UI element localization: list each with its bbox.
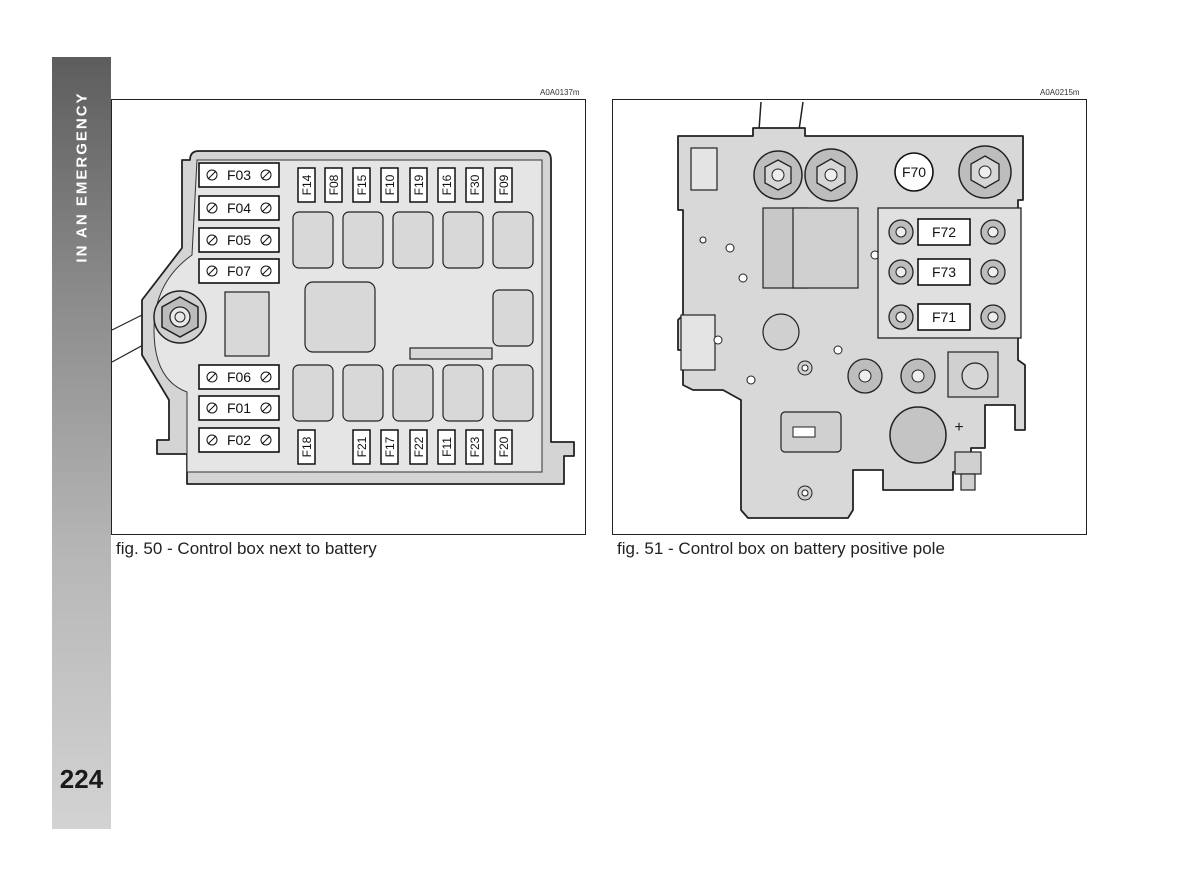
figure-50-panel: F03 F04 F05 F07 F06 bbox=[111, 99, 586, 535]
fuse-label: F73 bbox=[932, 264, 956, 280]
fuse-f23: F23 bbox=[465, 429, 484, 465]
fuse-f06: F06 bbox=[198, 364, 280, 390]
fuse-f30: F30 bbox=[465, 167, 484, 203]
plus-symbol: + bbox=[954, 419, 963, 436]
fuse-f71: F71 bbox=[917, 303, 971, 331]
fuse-f15: F15 bbox=[352, 167, 371, 203]
fuse-label: F17 bbox=[383, 436, 397, 457]
fuse-f09: F09 bbox=[494, 167, 513, 203]
fuse-f22: F22 bbox=[409, 429, 428, 465]
fuse-label: F01 bbox=[227, 400, 251, 416]
fuse-label: F15 bbox=[355, 174, 369, 195]
fuse-label: F30 bbox=[468, 174, 482, 195]
fuse-f17: F17 bbox=[380, 429, 399, 465]
fuse-f70: F70 bbox=[894, 152, 934, 192]
fuse-f08: F08 bbox=[324, 167, 343, 203]
fuse-f16: F16 bbox=[437, 167, 456, 203]
fuse-label: F72 bbox=[932, 224, 956, 240]
fuse-label: F05 bbox=[227, 232, 251, 248]
fuse-label: F06 bbox=[227, 369, 251, 385]
fuse-f02: F02 bbox=[198, 427, 280, 453]
fuse-f01: F01 bbox=[198, 395, 280, 421]
fuse-label: F04 bbox=[227, 200, 251, 216]
fuse-f73: F73 bbox=[917, 258, 971, 286]
fuse-label: F02 bbox=[227, 432, 251, 448]
fuse-label: F21 bbox=[355, 436, 369, 457]
sidebar-tab bbox=[52, 57, 111, 829]
fuse-f18: F18 bbox=[297, 429, 316, 465]
fuse-f20: F20 bbox=[494, 429, 513, 465]
fuse-label: F10 bbox=[383, 174, 397, 195]
fuse-label: F23 bbox=[468, 436, 482, 457]
fuse-label: F08 bbox=[327, 174, 341, 195]
fuse-label: F71 bbox=[932, 309, 956, 325]
fuse-label: F70 bbox=[902, 164, 926, 180]
figure-50-caption: fig. 50 - Control box next to battery bbox=[116, 539, 377, 558]
page-number: 224 bbox=[59, 764, 104, 794]
fuse-f14: F14 bbox=[297, 167, 316, 203]
fuse-label: F11 bbox=[440, 437, 454, 457]
fuse-f10: F10 bbox=[380, 167, 399, 203]
fuse-f03: F03 bbox=[198, 162, 280, 188]
section-title: IN AN EMERGENCY bbox=[73, 91, 90, 263]
figure-51-panel: F70 F72 F73 F71 bbox=[612, 99, 1087, 535]
fuse-label: F22 bbox=[412, 436, 426, 457]
fuse-f07: F07 bbox=[198, 258, 280, 284]
figure-51-code: A0A0215m bbox=[1040, 88, 1080, 97]
fuse-label: F18 bbox=[300, 436, 314, 457]
fuse-label: F20 bbox=[497, 436, 511, 457]
fuse-f21: F21 bbox=[352, 429, 371, 465]
fuse-f11: F11 bbox=[437, 429, 456, 465]
fuse-label: F07 bbox=[227, 263, 251, 279]
fuse-f05: F05 bbox=[198, 227, 280, 253]
fuse-label: F16 bbox=[440, 174, 454, 195]
fuse-f19: F19 bbox=[409, 167, 428, 203]
fuse-box-diagram-50: F03 F04 F05 F07 F06 bbox=[112, 150, 575, 485]
fuse-f04: F04 bbox=[198, 195, 280, 221]
figure-50-code: A0A0137m bbox=[540, 88, 580, 97]
fuse-label: F09 bbox=[497, 174, 511, 195]
figure-51-caption: fig. 51 - Control box on battery positiv… bbox=[617, 539, 945, 558]
fuse-label: F03 bbox=[227, 167, 251, 183]
fuse-f72: F72 bbox=[917, 218, 971, 246]
fuse-label: F19 bbox=[412, 174, 426, 195]
fuse-label: F14 bbox=[300, 174, 314, 195]
fuse-box-diagram-51: F70 F72 F73 F71 bbox=[677, 101, 1026, 519]
